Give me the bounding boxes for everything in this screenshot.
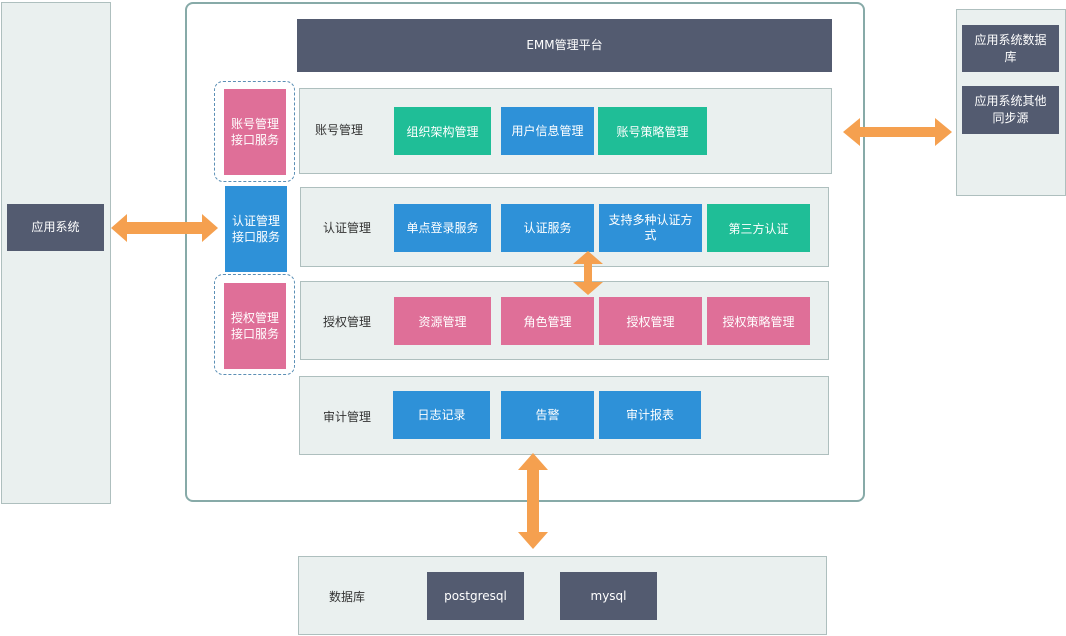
auth-authz-arrow [573,251,603,295]
mysql-box: mysql [560,572,657,620]
auth-interface-service: 认证管理接口服务 [225,186,287,272]
auth-module-title: 认证管理 [322,220,371,235]
user-info-box: 用户信息管理 [501,107,594,155]
auth-service-box: 认证服务 [501,204,594,252]
database-arrow [518,453,548,549]
app-system-sync-source-box: 应用系统其他同步源 [962,86,1059,134]
sso-box: 单点登录服务 [394,204,491,252]
postgresql-box: postgresql [427,572,524,620]
third-party-auth-box: 第三方认证 [707,204,810,252]
multi-auth-box: 支持多种认证方式 [599,204,702,252]
audit-report-box: 审计报表 [599,391,701,439]
authz-box: 授权管理 [599,297,702,345]
audit-module-title: 审计管理 [322,409,371,424]
app-system-box: 应用系统 [7,204,104,251]
account-service-dashed-frame [214,81,295,182]
authz-service-dashed-frame [214,274,295,375]
org-structure-box: 组织架构管理 [394,107,491,155]
authz-policy-box: 授权策略管理 [707,297,810,345]
authz-module-title: 授权管理 [322,314,371,329]
account-policy-box: 账号策略管理 [598,107,707,155]
app-system-database-box: 应用系统数据库 [962,25,1059,72]
app-system-arrow [111,214,218,242]
database-title: 数据库 [328,589,365,604]
platform-title-bar: EMM管理平台 [297,19,832,72]
role-box: 角色管理 [501,297,594,345]
alert-box: 告警 [501,391,594,439]
app-system-column [1,2,111,504]
account-interface-service: 账号管理接口服务 [224,89,286,175]
authz-interface-service: 授权管理接口服务 [224,283,286,369]
resource-box: 资源管理 [394,297,491,345]
external-sources-arrow [843,118,952,146]
account-module-title: 账号管理 [314,122,363,137]
log-record-box: 日志记录 [393,391,490,439]
